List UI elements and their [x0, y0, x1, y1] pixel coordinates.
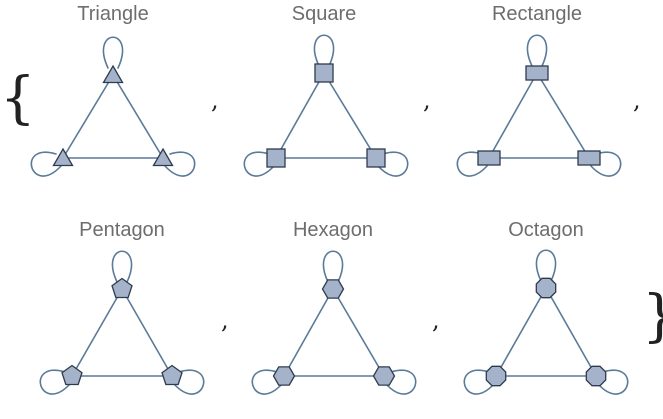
self-loop-edge	[526, 34, 548, 67]
self-loop-edge	[173, 369, 205, 395]
separator-comma: ,	[432, 306, 440, 334]
graph-title: Triangle	[77, 3, 149, 25]
self-loop-edge	[322, 250, 344, 283]
self-loop-edge	[164, 151, 196, 177]
graph-edge	[275, 72, 325, 159]
graph-panel-hexagon: Hexagon	[251, 219, 417, 395]
graph-title: Pentagon	[79, 219, 165, 241]
graph-edge	[495, 287, 547, 377]
vertex-rectangle-node	[577, 150, 601, 166]
self-loop-edge	[313, 34, 335, 67]
graph-edge	[332, 288, 385, 377]
separator-comma: ,	[423, 86, 431, 114]
graph-edge	[283, 288, 334, 377]
vertex-triangle-node	[52, 147, 74, 167]
vertex-octagon-node	[485, 365, 507, 387]
vertex-hexagon-node	[321, 279, 345, 299]
graph-edge	[323, 72, 377, 159]
graph-panel-square: Square	[243, 3, 409, 177]
graph-title: Rectangle	[492, 3, 582, 25]
graph-edge	[121, 288, 173, 377]
self-loop-edge	[39, 369, 71, 395]
graph-panel-pentagon: Pentagon	[39, 219, 205, 395]
vertex-rectangle-node	[477, 150, 501, 166]
self-loop-edge	[243, 151, 275, 177]
close-brace: }	[642, 284, 663, 349]
vertex-triangle-node	[102, 64, 124, 84]
vertex-rectangle-node	[525, 65, 549, 81]
vertex-square-node	[266, 148, 286, 168]
self-loop-edge	[377, 151, 409, 177]
graph-title: Hexagon	[293, 219, 373, 241]
graph-edge	[62, 74, 114, 159]
vertex-hexagon-node	[372, 366, 396, 386]
vertex-pentagon-node	[61, 364, 83, 386]
graph-panel-octagon: Octagon	[463, 219, 629, 395]
separator-comma: ,	[221, 306, 229, 334]
vertex-pentagon-node	[161, 364, 183, 386]
graph-edge	[71, 288, 123, 377]
self-loop-edge	[590, 151, 622, 177]
self-loop-edge	[385, 369, 417, 395]
open-brace: {	[0, 66, 36, 131]
vertex-octagon-node	[535, 277, 557, 299]
self-loop-edge	[251, 369, 283, 395]
self-loop-edge	[535, 249, 557, 282]
vertex-hexagon-node	[272, 366, 296, 386]
self-loop-edge	[102, 36, 124, 69]
graph-title: Square	[292, 3, 357, 25]
self-loop-edge	[463, 369, 495, 395]
graph-panel-rectangle: Rectangle	[456, 3, 622, 177]
graph-title: Octagon	[508, 219, 584, 241]
graph-edge	[112, 74, 164, 159]
self-loop-edge	[30, 151, 62, 177]
vertex-triangle-node	[152, 147, 174, 167]
vertex-square-node	[314, 63, 334, 83]
graph-edge	[545, 287, 597, 377]
separator-comma: ,	[633, 86, 641, 114]
separator-comma: ,	[211, 86, 219, 114]
self-loop-edge	[597, 369, 629, 395]
self-loop-edge	[456, 151, 488, 177]
vertex-pentagon-node	[111, 277, 133, 299]
graph-edge	[536, 72, 590, 159]
graph-panel-triangle: Triangle	[30, 3, 196, 177]
vertex-square-node	[366, 148, 386, 168]
vertex-octagon-node	[585, 365, 607, 387]
graph-edge	[488, 72, 538, 159]
self-loop-edge	[111, 250, 133, 283]
